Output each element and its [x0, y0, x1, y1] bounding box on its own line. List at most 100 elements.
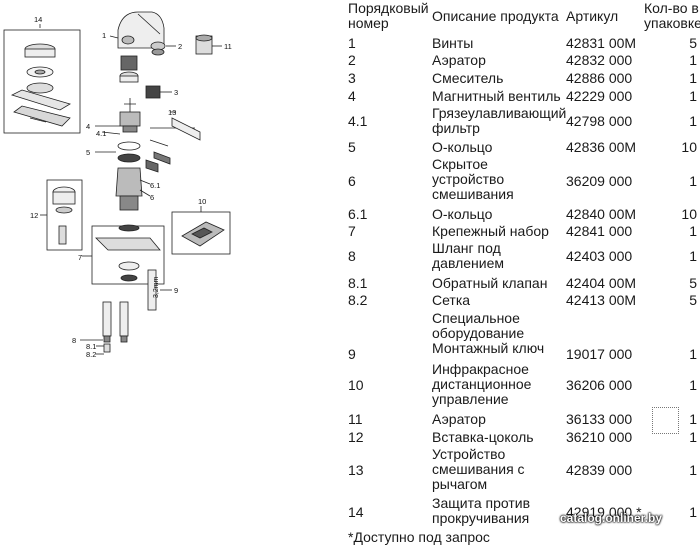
- part-5-o-ring: [95, 141, 141, 163]
- row-number: 6: [348, 173, 356, 189]
- row-quantity: 1: [689, 504, 697, 520]
- row-number: 7: [348, 223, 356, 239]
- row-article: 36209 000: [566, 173, 633, 189]
- row-number: 4.1: [348, 113, 368, 129]
- row-number: 4: [348, 88, 356, 104]
- row-article: 36206 000: [566, 377, 633, 393]
- row-quantity: 1: [689, 248, 697, 264]
- part-13-lever-mixer: [149, 111, 201, 147]
- row-quantity: 1: [689, 88, 697, 104]
- row-quantity: 10: [681, 206, 697, 222]
- callout-11: 11: [224, 42, 232, 51]
- row-description: Аэратор: [432, 52, 486, 68]
- header-number: Порядковый номер: [348, 0, 429, 31]
- row-description: Винты: [432, 35, 474, 51]
- row-quantity: 1: [689, 462, 697, 478]
- row-number: 3: [348, 70, 356, 86]
- callout-1: 1: [102, 31, 106, 40]
- row-description: Инфракрасное дистанционное управление: [432, 361, 532, 407]
- empty-note-box: [652, 407, 679, 434]
- row-description: Магнитный вентиль: [432, 88, 561, 104]
- row-number: 5: [348, 139, 356, 155]
- callout-7: 7: [78, 253, 82, 262]
- row-article: 42229 000: [566, 88, 633, 104]
- row-description: Вставка-цоколь: [432, 429, 534, 445]
- row-number: 11: [348, 411, 363, 427]
- row-number: 10: [348, 377, 364, 393]
- part-3-mixer: [124, 85, 172, 112]
- row-article: 36133 000: [566, 411, 633, 427]
- row-description: О-кольцо: [432, 206, 493, 222]
- row-article: 42919 000 *: [566, 504, 642, 520]
- row-number: 9: [348, 346, 356, 362]
- row-description: Грязеулавливающий фильтр: [432, 105, 567, 136]
- exploded-view-diagram: 14 1 2 11 3 13 4 4.1 5 6.1 6 10 12 7 9 3…: [3, 11, 232, 359]
- row-description: Смеситель: [432, 70, 504, 86]
- watermark: catalog.onliner.by: [560, 511, 663, 525]
- callout-3: 3: [174, 88, 178, 97]
- row-article: 42831 00M: [566, 35, 637, 51]
- callout-9: 9: [174, 286, 178, 295]
- row-quantity: 1: [689, 52, 697, 68]
- row-description: Скрытое устройство смешивания: [432, 156, 514, 202]
- row-description: Устройство смешивания с рычагом: [432, 446, 525, 492]
- row-quantity: 1: [689, 113, 697, 129]
- row-number: 14: [348, 504, 364, 520]
- part-8-pressure-hose: [80, 301, 129, 355]
- mounting-key-dimension: 3,2mm: [153, 276, 160, 298]
- row-quantity: 10: [681, 139, 697, 155]
- callout-4-1: 4.1: [96, 129, 106, 138]
- row-description: Аэратор: [432, 411, 486, 427]
- row-article: 42840 00M: [566, 206, 637, 222]
- part-12-base-insert-box: [40, 179, 83, 251]
- row-quantity: 1: [689, 429, 697, 445]
- header-description: Описание продукта: [432, 8, 559, 24]
- part-6-concealed-mixing-unit: [115, 151, 171, 211]
- row-article: 19017 000: [566, 346, 633, 362]
- row-quantity: 1: [689, 173, 697, 189]
- row-quantity: 1: [689, 411, 697, 427]
- row-article: 42841 000: [566, 223, 633, 239]
- row-number: 12: [348, 429, 364, 445]
- row-article: 36210 000: [566, 429, 633, 445]
- row-quantity: 1: [689, 70, 697, 86]
- row-article: 42798 000: [566, 113, 633, 129]
- row-article: 42403 000: [566, 248, 633, 264]
- callout-14: 14: [34, 15, 42, 24]
- callout-8-1: 8.1: [86, 342, 96, 351]
- callout-6: 6: [150, 193, 154, 202]
- part-body-insert: [119, 55, 139, 83]
- part-11-aerator: [195, 34, 222, 55]
- row-quantity: 1: [689, 377, 697, 393]
- row-number: 8: [348, 248, 356, 264]
- row-article: 42836 00M: [566, 139, 637, 155]
- row-article: 42886 000: [566, 70, 633, 86]
- row-number: 6.1: [348, 206, 368, 222]
- row-description: Специальное оборудование Монтажный ключ: [432, 310, 545, 356]
- callout-8: 8: [72, 336, 76, 345]
- row-number: 13: [348, 462, 364, 478]
- callout-4: 4: [86, 122, 90, 131]
- callout-5: 5: [86, 148, 90, 157]
- header-quantity: Кол-во в упаковке: [644, 0, 700, 31]
- part-1-faucet-body: [109, 11, 165, 49]
- row-quantity: 1: [689, 223, 697, 239]
- row-number: 8.2: [348, 292, 368, 308]
- row-number: 2: [348, 52, 356, 68]
- header-article: Артикул: [566, 8, 619, 24]
- row-quantity: 1: [689, 346, 697, 362]
- row-number: 1: [348, 35, 356, 51]
- callout-13: 13: [168, 108, 176, 117]
- row-description: Сетка: [432, 292, 471, 308]
- row-article: 42413 00M: [566, 292, 637, 308]
- row-description: Защита против прокручивания: [432, 495, 531, 526]
- footnote: *Доступно под запрос: [348, 529, 490, 545]
- row-description: Обратный клапан: [432, 275, 548, 291]
- row-article: 42839 000: [566, 462, 633, 478]
- row-number: 8.1: [348, 275, 368, 291]
- callout-10: 10: [198, 197, 206, 206]
- row-quantity: 5: [689, 292, 697, 308]
- row-description: Крепежный набор: [432, 223, 549, 239]
- row-article: 42832 000: [566, 52, 633, 68]
